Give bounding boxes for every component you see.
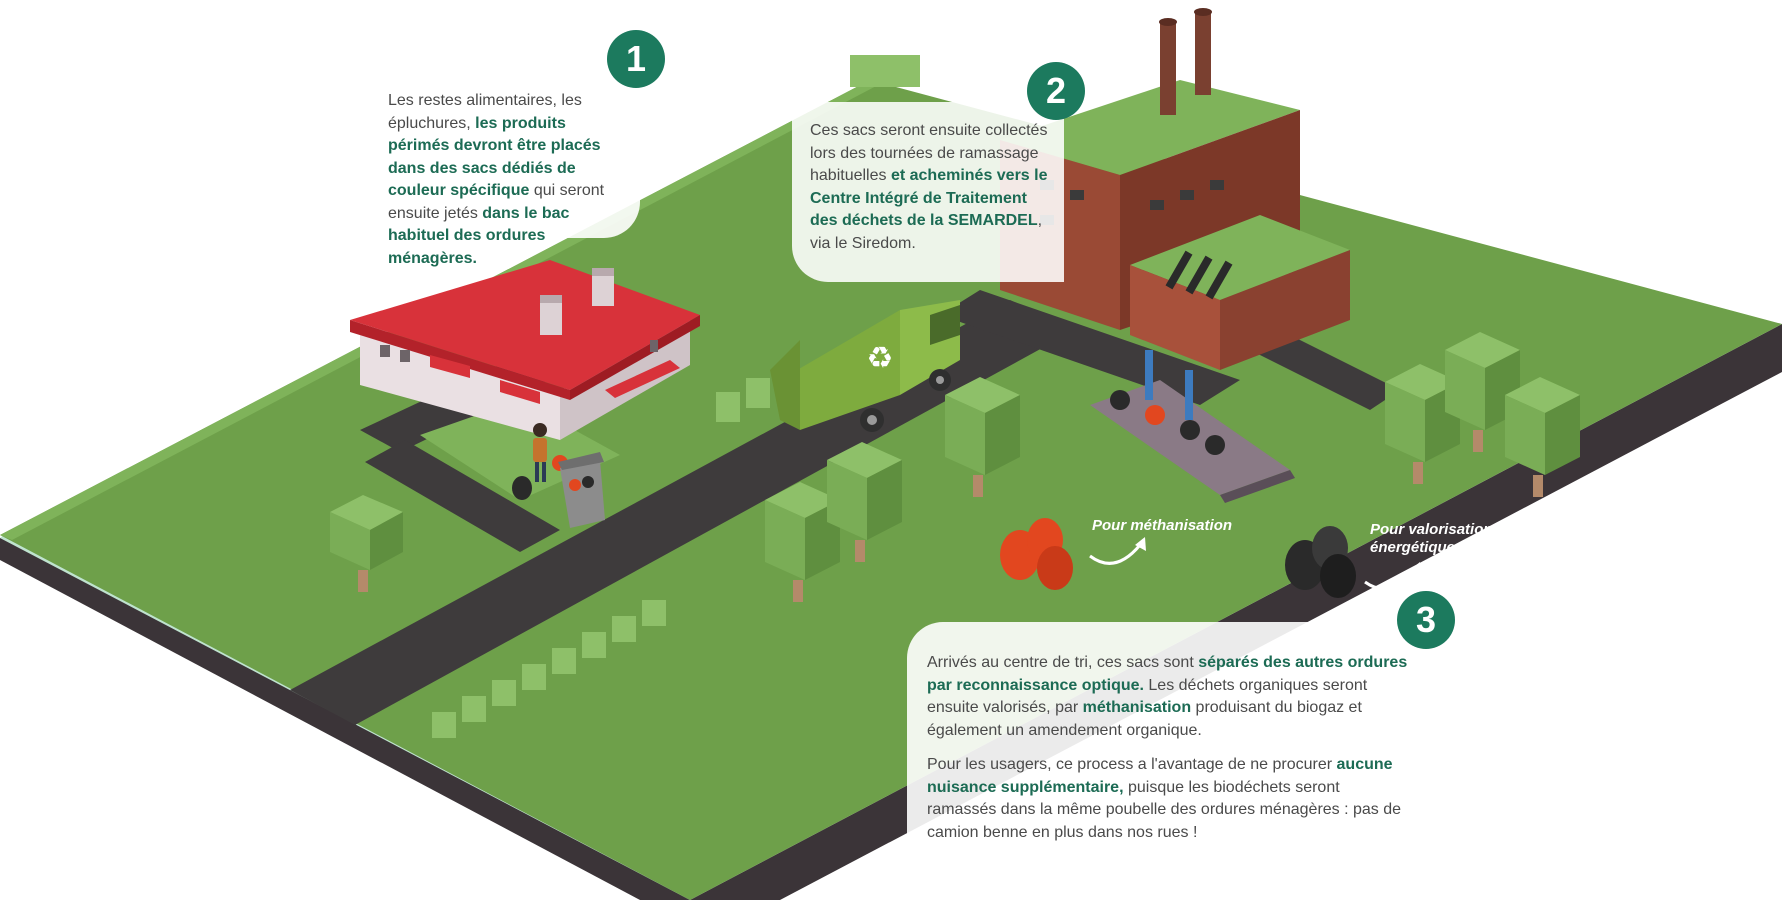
callout-paragraph: Pour les usagers, ce process a l'avantag… (927, 754, 1409, 844)
garbage-truck: ♻ (770, 300, 960, 432)
step-2-badge: 2 (1027, 62, 1085, 120)
callout-text: Les restes alimentaires, les épluchures, (388, 92, 582, 132)
step-1-callout: Les restes alimentaires, les épluchures,… (374, 28, 640, 267)
valorisation-label-line-2: énergétique (1370, 539, 1456, 556)
house (350, 260, 700, 440)
callout-paragraph: Arrivés au centre de tri, ces sacs sont … (927, 652, 1409, 742)
callout-text: Pour les usagers, ce process a l'avantag… (927, 756, 1337, 773)
step-3-callout: Arrivés au centre de tri, ces sacs sont … (907, 622, 1427, 870)
factory (1000, 8, 1350, 370)
callout-text: puisque les biodéchets seront ramassés d… (927, 778, 1402, 841)
callout-bold-text: séparés des autres ordures par reconnais… (927, 654, 1408, 694)
recycle-icon: ♻ (867, 341, 894, 376)
methanisation-label: Pour méthanisation (1092, 517, 1233, 534)
callout-text: Les déchets organiques seront ensuite va… (927, 676, 1368, 717)
step-1-badge: 1 (607, 30, 665, 88)
callout-text: , via le Siredom. (810, 212, 1043, 252)
valorisation-label-line-1: Pour valorisation (1370, 521, 1493, 538)
callout-text: produisant du biogaz et également un ame… (927, 699, 1362, 739)
driveway-loop (365, 440, 560, 552)
factory-road (940, 290, 1240, 405)
valorisation-label: Pour valorisation énergétique (1370, 521, 1493, 557)
callout-text: Ces sacs seront ensuite collectés lors d… (810, 122, 1048, 184)
tree (330, 495, 403, 592)
curved-arrow-icon (1364, 569, 1417, 591)
main-road (290, 300, 1075, 725)
black-bag-group (1285, 526, 1356, 598)
callout-bold-text: les produits périmés devront être placés… (388, 114, 601, 200)
callout-bold-text: dans le bac habituel des ordures ménagèr… (388, 204, 570, 267)
tree (945, 377, 1020, 497)
tree (1385, 364, 1460, 484)
orange-bag-group (1000, 518, 1073, 590)
callout-bold-text: méthanisation (1082, 699, 1192, 716)
callout-bold-text: aucune nuisance supplémentaire, (927, 756, 1393, 796)
step-3-badge: 3 (1397, 591, 1455, 649)
callout-text: qui seront ensuite jetés (388, 182, 605, 222)
callout-text: Arrivés au centre de tri, ces sacs sont (927, 654, 1199, 671)
step-2-callout: Ces sacs seront ensuite collectés lors d… (792, 102, 1064, 282)
hedge-row (432, 55, 920, 738)
tree (827, 442, 902, 562)
conveyor-sorter (1090, 350, 1295, 503)
tree (1505, 377, 1580, 497)
wheelie-bin (558, 452, 605, 528)
callout-bold-text: et acheminés vers le Centre Intégré de T… (810, 167, 1048, 229)
curved-arrow-icon (1089, 544, 1142, 565)
